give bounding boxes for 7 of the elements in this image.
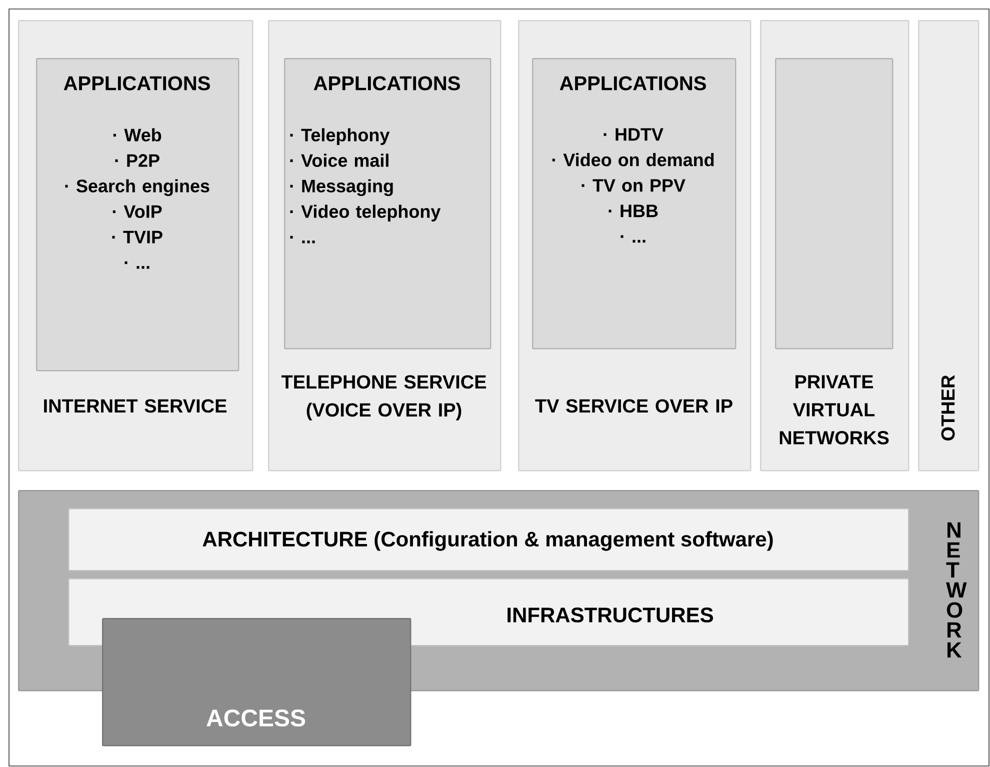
access-box: ACCESS (102, 618, 412, 746)
applications-box: APPLICATIONS · Telephony · Voice mail · Messaging · Video telephony · ... (284, 58, 492, 350)
applications-box: APPLICATIONS · HDTV · Video on demand · TV on PPV · HBB · ... (532, 58, 736, 350)
layer-box: ARCHITECTURE (Configuration & management software) (68, 508, 910, 572)
applications-box: APPLICATIONS · Web · P2P · Search engines · VoIP · TVIP · ... (36, 58, 240, 372)
empty-box (775, 58, 894, 350)
service-column: OTHER (918, 20, 980, 472)
